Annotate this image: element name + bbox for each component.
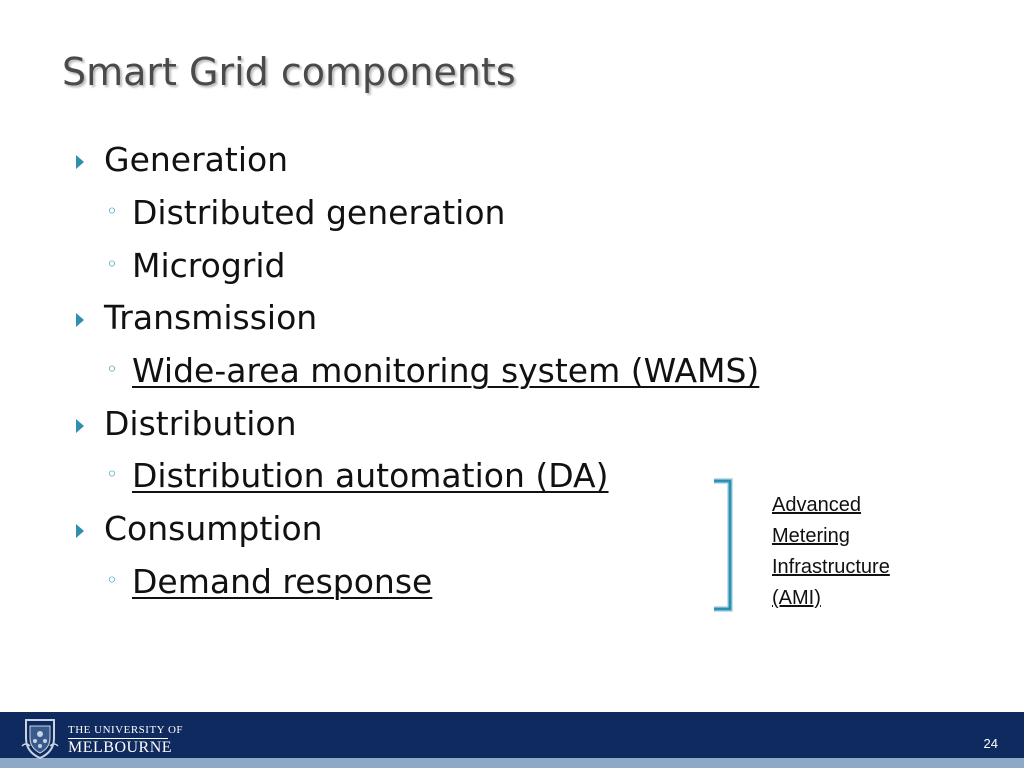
slide-title: Smart Grid components xyxy=(62,50,516,94)
ami-link[interactable]: Advanced Metering Infrastructure (AMI) xyxy=(772,490,890,614)
bullet-text: Generation xyxy=(104,140,289,179)
circle-bullet-icon: ◦ xyxy=(106,252,118,276)
university-divider xyxy=(68,738,168,739)
ami-line: Infrastructure xyxy=(772,556,890,578)
wams-link[interactable]: Wide-area monitoring system (WAMS) xyxy=(132,351,760,390)
bullet-text: Consumption xyxy=(104,509,323,548)
sub-bullet-text: Distributed generation xyxy=(132,193,506,232)
circle-bullet-icon: ◦ xyxy=(106,568,118,592)
bullet-text: Transmission xyxy=(104,298,318,337)
circle-bullet-icon: ◦ xyxy=(106,357,118,381)
right-bracket-icon xyxy=(714,478,733,612)
triangle-bullet-icon xyxy=(76,313,84,327)
bullet-text: Distribution xyxy=(104,404,297,443)
university-crest-icon xyxy=(21,719,59,760)
triangle-bullet-icon xyxy=(76,419,84,433)
distribution-automation-link[interactable]: Distribution automation (DA) xyxy=(132,456,609,495)
ami-line: (AMI) xyxy=(772,587,821,609)
ami-line: Advanced xyxy=(772,494,861,516)
ami-line: Metering xyxy=(772,525,850,547)
circle-bullet-icon: ◦ xyxy=(106,199,118,223)
sub-bullet-text: Microgrid xyxy=(132,246,286,285)
footer-strip xyxy=(0,758,1024,768)
triangle-bullet-icon xyxy=(76,524,84,538)
university-name: MELBOURNE xyxy=(68,739,173,756)
triangle-bullet-icon xyxy=(76,155,84,169)
demand-response-link[interactable]: Demand response xyxy=(132,562,433,601)
page-number: 24 xyxy=(983,736,998,751)
circle-bullet-icon: ◦ xyxy=(106,462,118,486)
university-name-top: THE UNIVERSITY OF xyxy=(68,724,184,736)
